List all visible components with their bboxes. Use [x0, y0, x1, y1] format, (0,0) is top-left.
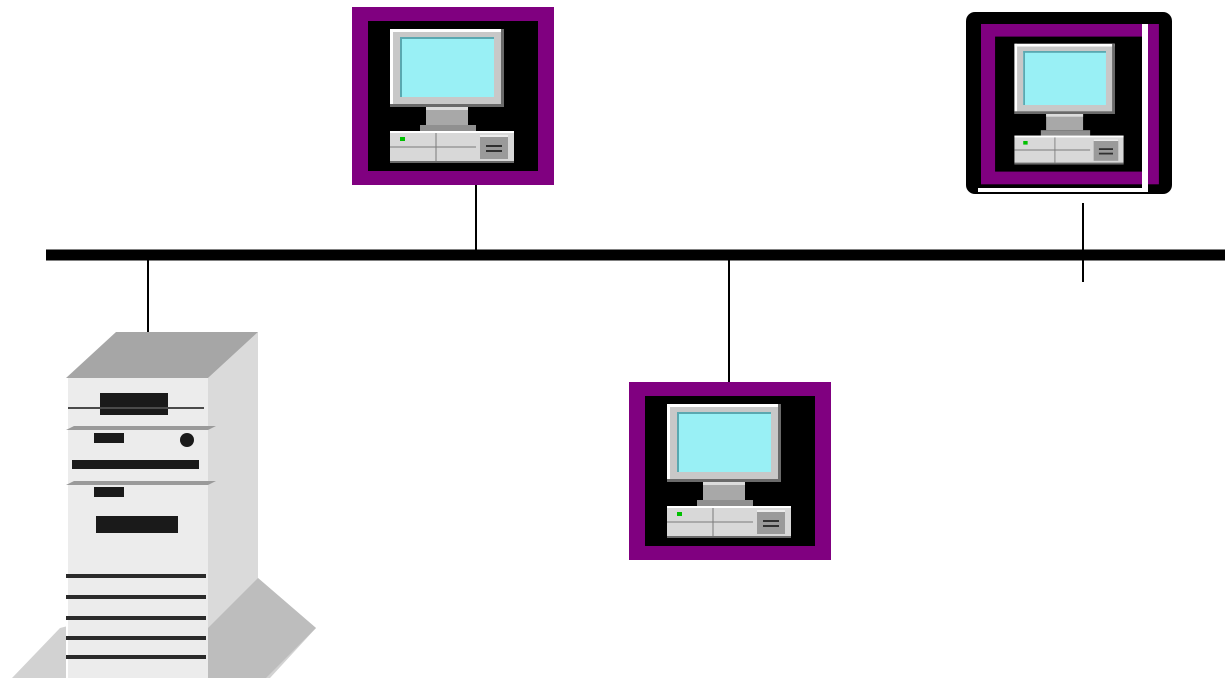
workstation-icon — [351, 6, 555, 186]
workstation-icon — [980, 23, 1160, 185]
workstation-2[interactable] — [628, 381, 832, 561]
server-tower[interactable] — [12, 332, 316, 678]
workstation-1[interactable] — [351, 6, 555, 186]
server-tower-icon — [12, 332, 316, 678]
workstation-icon — [628, 381, 832, 561]
workstation-3[interactable] — [966, 12, 1172, 194]
